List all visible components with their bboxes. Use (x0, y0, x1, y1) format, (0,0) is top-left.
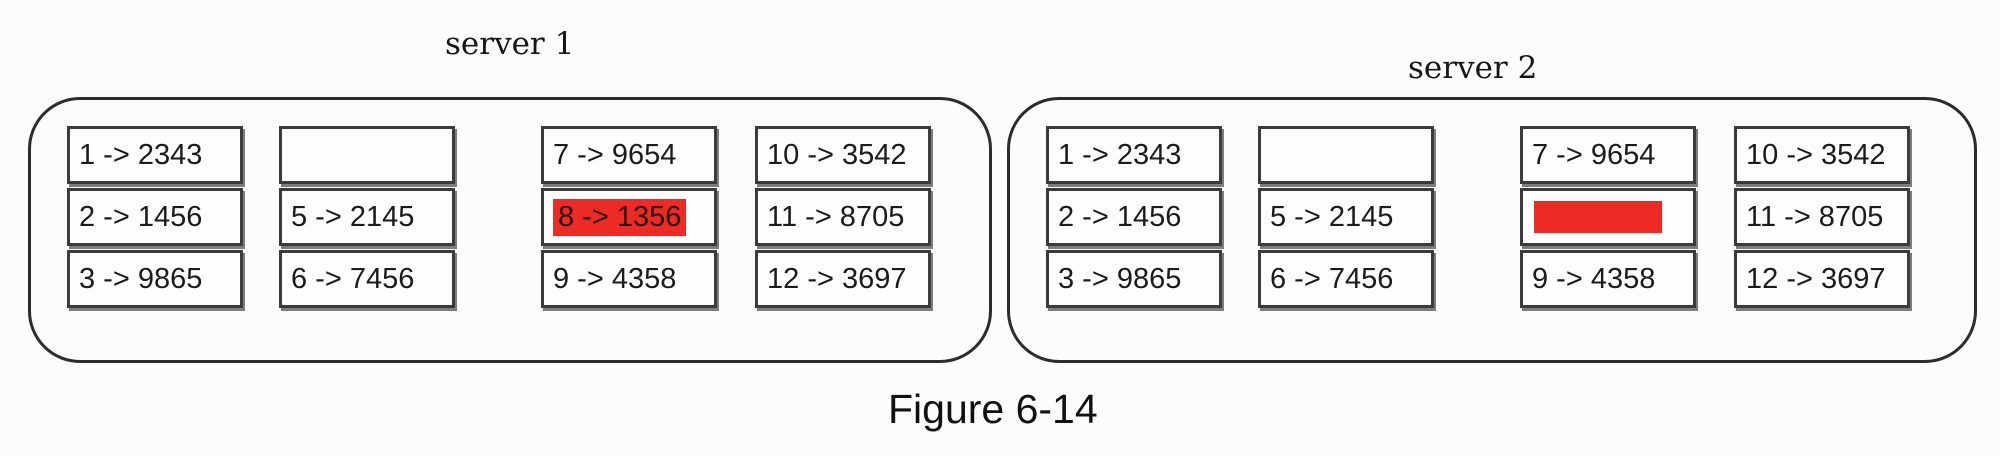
server-1-hash-cell-c2-r2: 5 -> 2145 (279, 188, 455, 246)
hash-entry-text: 10 -> 3542 (767, 138, 907, 171)
server-2-hash-cell-c4-r1: 10 -> 3542 (1734, 126, 1910, 184)
hash-entry-text: 6 -> 7456 (291, 262, 415, 295)
server-2-title: server 2 (1408, 50, 1538, 86)
server-1-bucket-column-4: 10 -> 3542 11 -> 8705 12 -> 3697 (755, 126, 931, 308)
hash-entry-text: 5 -> 2145 (1270, 200, 1394, 233)
hash-entry-text: 7 -> 9654 (1532, 138, 1656, 171)
hash-entry-text: 3 -> 9865 (1058, 262, 1182, 295)
server-1-hash-cell-c4-r3: 12 -> 3697 (755, 250, 931, 308)
server-2-bucket-column-4: 10 -> 3542 11 -> 8705 12 -> 3697 (1734, 126, 1910, 308)
server-2-hash-cell-c4-r3: 12 -> 3697 (1734, 250, 1910, 308)
server-1-title: server 1 (445, 26, 575, 62)
server-1-hash-cell-c3-r2: 8 -> 1356 (541, 188, 717, 246)
server-1-hash-cell-c1-r2: 2 -> 1456 (67, 188, 243, 246)
hash-entry-text: 1 -> 2343 (79, 138, 203, 171)
server-1-container: 1 -> 2343 2 -> 1456 3 -> 9865 5 -> 2145 6 ->… (28, 97, 992, 363)
hash-entry-text: 7 -> 9654 (553, 138, 677, 171)
server-1-bucket-column-3: 7 -> 9654 8 -> 1356 9 -> 4358 (541, 126, 717, 308)
server-2-bucket-column-3: 7 -> 9654 9 -> 4358 (1520, 126, 1696, 308)
hash-entry-text: 9 -> 4358 (553, 262, 677, 295)
server-1-hash-cell-c3-r3: 9 -> 4358 (541, 250, 717, 308)
hash-entry-text: 12 -> 3697 (1746, 262, 1886, 295)
server-1-bucket-column-1: 1 -> 2343 2 -> 1456 3 -> 9865 (67, 126, 243, 308)
hash-entry-text: 11 -> 8705 (767, 200, 905, 233)
server-2-hash-cell-c2-r2: 5 -> 2145 (1258, 188, 1434, 246)
server-2-bucket-column-1: 1 -> 2343 2 -> 1456 3 -> 9865 (1046, 126, 1222, 308)
highlighted-hash-entry: 8 -> 1356 (553, 198, 687, 236)
hash-entry-text: 3 -> 9865 (79, 262, 203, 295)
hash-entry-text: 5 -> 2145 (291, 200, 415, 233)
server-1-hash-cell-c4-r2: 11 -> 8705 (755, 188, 931, 246)
server-2-container: 1 -> 2343 2 -> 1456 3 -> 9865 5 -> 2145 6 ->… (1007, 97, 1977, 363)
hash-entry-text: 9 -> 4358 (1532, 262, 1656, 295)
server-1-hash-cell-c1-r3: 3 -> 9865 (67, 250, 243, 308)
hash-entry-text: 11 -> 8705 (1746, 200, 1884, 233)
figure-caption: Figure 6-14 (888, 386, 1098, 432)
server-1-bucket-column-2: 5 -> 2145 6 -> 7456 (279, 126, 455, 308)
server-2-bucket-column-2: 5 -> 2145 6 -> 7456 (1258, 126, 1434, 308)
hash-entry-text: 2 -> 1456 (79, 200, 203, 233)
hash-entry-text: 1 -> 2343 (1058, 138, 1182, 171)
server-2-hash-cell-c3-r3: 9 -> 4358 (1520, 250, 1696, 308)
hash-entry-text: 10 -> 3542 (1746, 138, 1886, 171)
server-2-hash-cell-c2-r3: 6 -> 7456 (1258, 250, 1434, 308)
hash-entry-text: 2 -> 1456 (1058, 200, 1182, 233)
server-2-hash-cell-c2-r1 (1258, 126, 1434, 184)
server-1-hash-cell-c4-r1: 10 -> 3542 (755, 126, 931, 184)
server-2-hash-cell-c1-r2: 2 -> 1456 (1046, 188, 1222, 246)
server-2-hash-cell-c4-r2: 11 -> 8705 (1734, 188, 1910, 246)
server-2-hash-cell-c1-r3: 3 -> 9865 (1046, 250, 1222, 308)
server-1-hash-cell-c3-r1: 7 -> 9654 (541, 126, 717, 184)
server-1-hash-cell-c2-r1 (279, 126, 455, 184)
hash-entry-text: 6 -> 7456 (1270, 262, 1394, 295)
server-2-hash-cell-c1-r1: 1 -> 2343 (1046, 126, 1222, 184)
server-1-hash-cell-c1-r1: 1 -> 2343 (67, 126, 243, 184)
hash-entry-text: 12 -> 3697 (767, 262, 907, 295)
server-2-hash-cell-c3-r2 (1520, 188, 1696, 246)
server-1-hash-cell-c2-r3: 6 -> 7456 (279, 250, 455, 308)
highlighted-empty-bar (1534, 201, 1662, 233)
server-2-hash-cell-c3-r1: 7 -> 9654 (1520, 126, 1696, 184)
